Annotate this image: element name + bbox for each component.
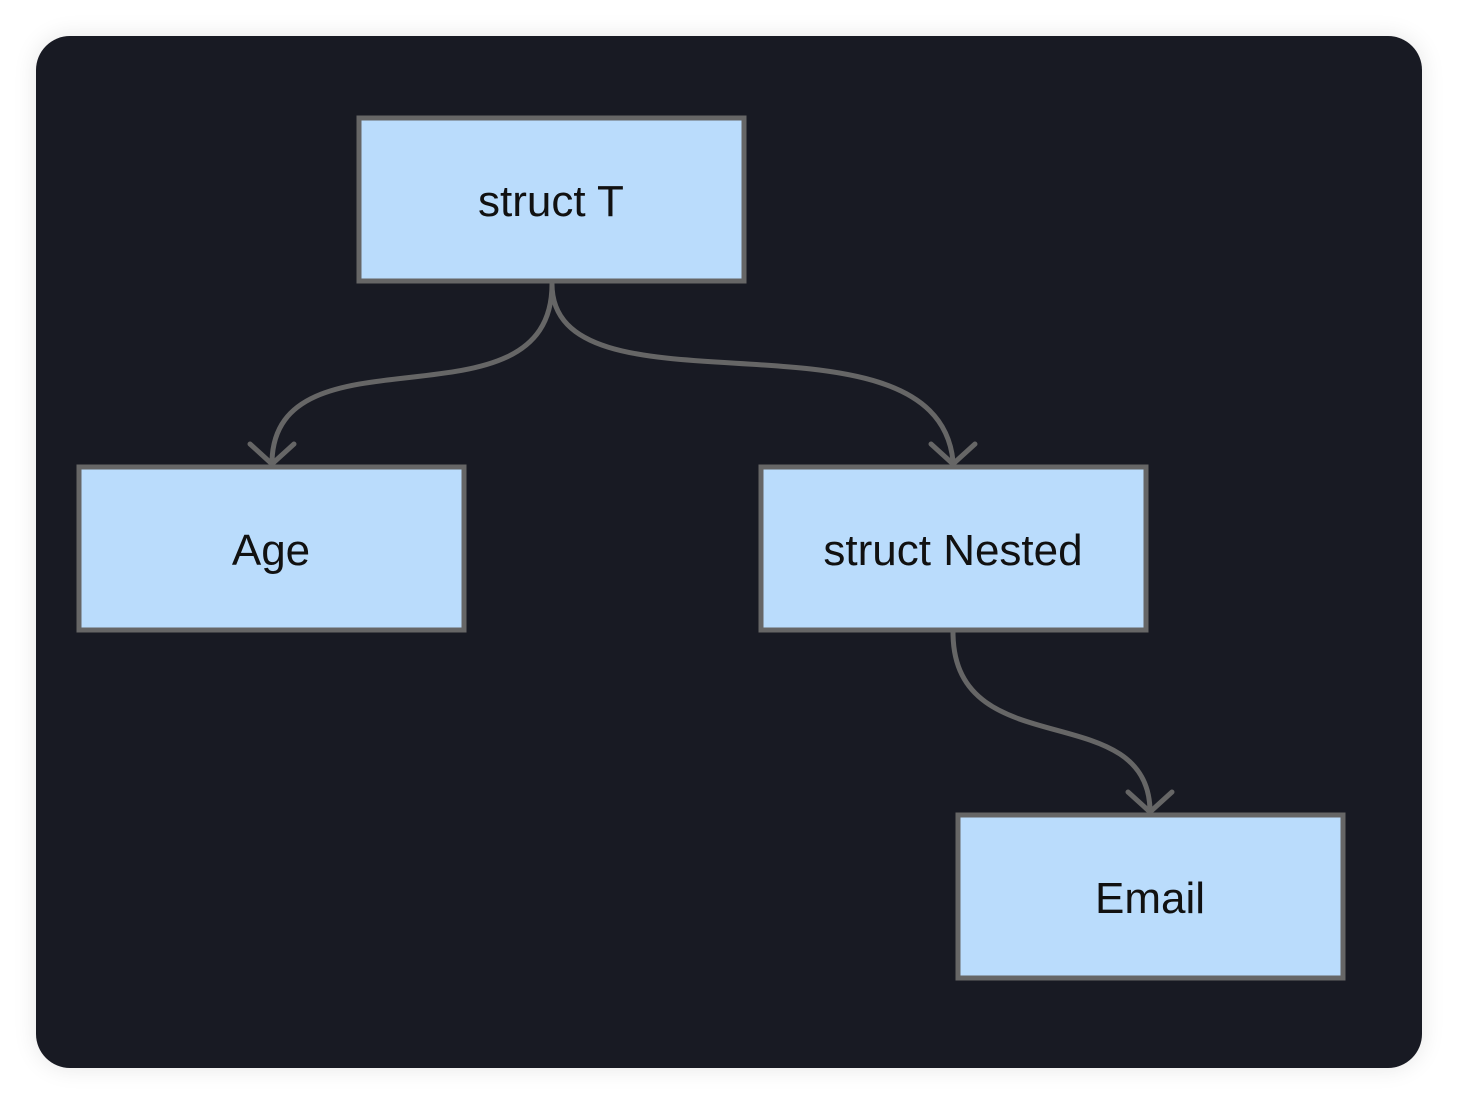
node-box <box>955 812 1346 981</box>
edge-struct-t-to-struct-nested <box>549 281 956 464</box>
node-label-struct-nested: struct Nested <box>823 526 1082 575</box>
node-label-email: Email <box>1095 874 1205 923</box>
arrowhead-age-icon <box>247 441 297 467</box>
node-age[interactable]: Age <box>76 464 467 633</box>
diagram-frame: struct T Age struct Nested Email <box>36 36 1422 1068</box>
edge-struct-t-to-age <box>269 281 555 464</box>
node-struct-t[interactable]: struct T <box>356 115 747 284</box>
node-email[interactable]: Email <box>955 812 1346 981</box>
node-box <box>758 464 1149 633</box>
node-box <box>76 464 467 633</box>
node-box <box>356 115 747 284</box>
arrowhead-struct-nested-icon <box>928 441 978 467</box>
arrowhead-email-icon <box>1125 789 1175 815</box>
node-label-struct-t: struct T <box>478 177 624 226</box>
edge-struct-nested-to-email <box>950 629 1153 812</box>
diagram-canvas: struct T Age struct Nested Email <box>36 36 1422 1068</box>
node-struct-nested[interactable]: struct Nested <box>758 464 1149 633</box>
node-label-age: Age <box>232 526 310 575</box>
